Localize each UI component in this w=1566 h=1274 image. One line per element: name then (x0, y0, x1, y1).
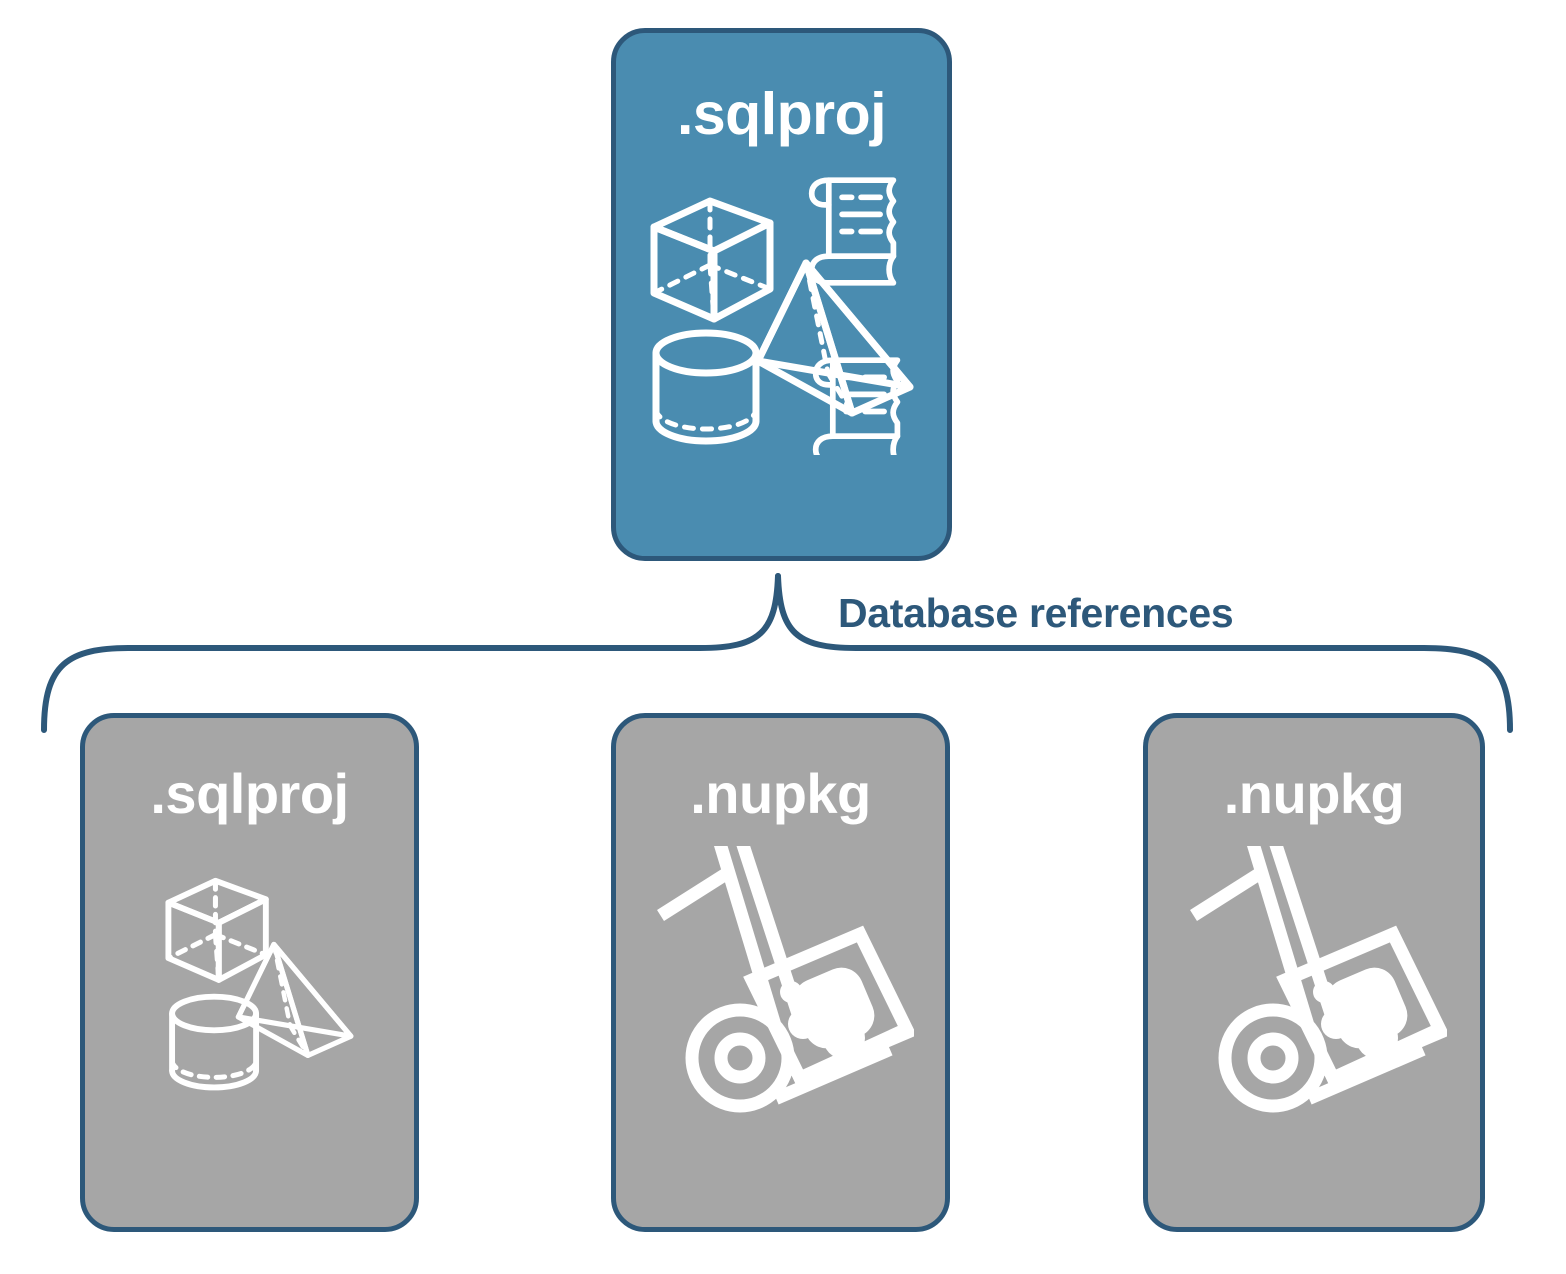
node-sqlproj-reference[interactable]: .sqlproj (80, 713, 419, 1232)
node-nupkg-reference-2-label: .nupkg (1223, 762, 1405, 825)
node-nupkg-reference-1-label: .nupkg (690, 762, 871, 825)
node-sqlproj-root-artwork (616, 165, 947, 455)
node-nupkg-reference-2[interactable]: .nupkg (1143, 713, 1485, 1232)
node-nupkg-reference-1-artwork (616, 846, 945, 1114)
hand-truck-package-icon (1190, 846, 1447, 1113)
scroll-icon (808, 177, 896, 286)
scroll-icon (812, 357, 900, 455)
node-sqlproj-root-label: .sqlproj (676, 81, 887, 147)
pyramid-icon (235, 941, 353, 1059)
node-sqlproj-reference-label: .sqlproj (150, 762, 349, 825)
cube-icon (650, 197, 773, 323)
node-nupkg-reference-2-artwork (1148, 846, 1480, 1114)
cylinder-icon (652, 329, 759, 445)
database-references-label: Database references (838, 590, 1234, 636)
node-nupkg-reference-1[interactable]: .nupkg (611, 713, 950, 1232)
hand-truck-package-icon (656, 846, 914, 1113)
cube-icon (164, 877, 269, 983)
node-sqlproj-reference-artwork (85, 858, 414, 1108)
node-sqlproj-root[interactable]: .sqlproj (611, 28, 952, 561)
cylinder-icon (168, 993, 259, 1091)
